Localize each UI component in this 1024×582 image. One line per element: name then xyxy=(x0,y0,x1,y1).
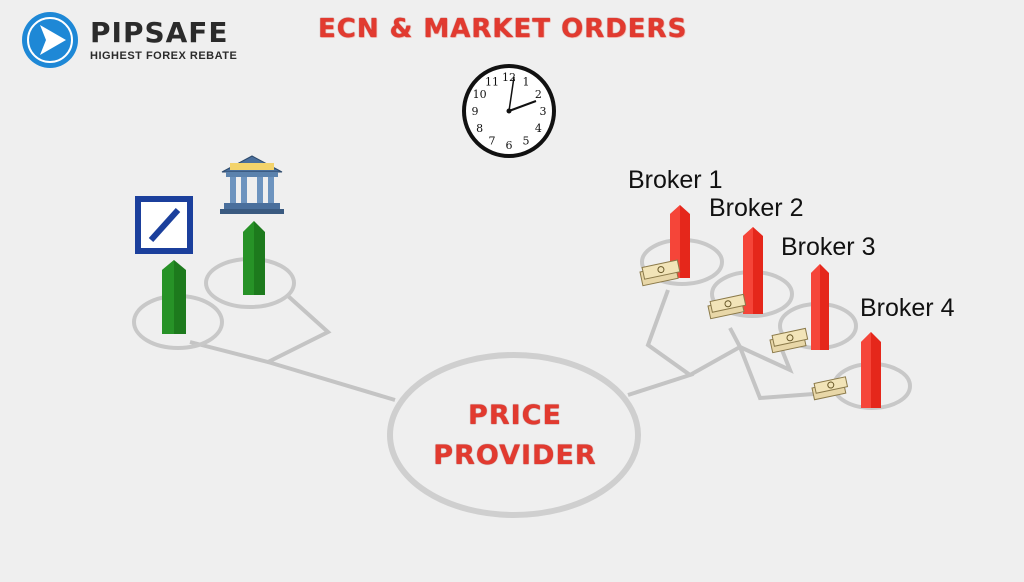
brand-name: PIPSAFE xyxy=(90,16,229,49)
broker-1-label: Broker 1 xyxy=(628,166,723,194)
broker-2-label: Broker 2 xyxy=(709,194,804,222)
pipsafe-logo[interactable]: PIPSAFE HIGHEST FOREX REBATE xyxy=(20,10,237,70)
bank-building-icon xyxy=(220,155,284,214)
connector-right-a xyxy=(627,289,695,397)
clock-number-3: 3 xyxy=(540,105,547,118)
clock-number-8: 8 xyxy=(476,122,483,135)
cash-stack-icon xyxy=(639,259,681,287)
brand-tagline: HIGHEST FOREX REBATE xyxy=(90,50,238,62)
pipsafe-logo-icon xyxy=(22,12,78,68)
cash-stacks xyxy=(639,259,849,401)
clock-number-6: 6 xyxy=(506,139,513,152)
connector-right-b xyxy=(689,327,743,377)
deutsche-bank-logo-icon xyxy=(135,196,193,254)
cash-stack-icon xyxy=(811,376,849,401)
page-title: ECN & MARKET ORDERS xyxy=(318,14,688,44)
broker-4-label: Broker 4 xyxy=(860,294,955,322)
broker-bars xyxy=(670,205,881,408)
connector-left-b xyxy=(267,360,396,402)
clock-number-5: 5 xyxy=(523,134,530,147)
clock-number-11: 11 xyxy=(485,76,499,89)
clock-number-9: 9 xyxy=(472,105,479,118)
clock-number-12: 12 xyxy=(502,71,516,84)
clock-number-1: 1 xyxy=(523,76,530,89)
price-provider-ring xyxy=(387,352,641,518)
clock-number-10: 10 xyxy=(473,88,487,101)
connector-right-c xyxy=(739,344,794,374)
clock-number-7: 7 xyxy=(489,134,496,147)
bank-bars xyxy=(162,221,265,334)
price-provider-line1: PRICE xyxy=(468,400,562,431)
connector-left-a xyxy=(189,294,332,365)
cash-stack-icon xyxy=(707,293,747,320)
cash-stack-icon xyxy=(769,327,809,354)
broker-3-label: Broker 3 xyxy=(781,233,876,261)
price-provider-line2: PROVIDER xyxy=(433,440,597,471)
clock-number-4: 4 xyxy=(535,122,542,135)
clock-number-2: 2 xyxy=(535,88,542,101)
